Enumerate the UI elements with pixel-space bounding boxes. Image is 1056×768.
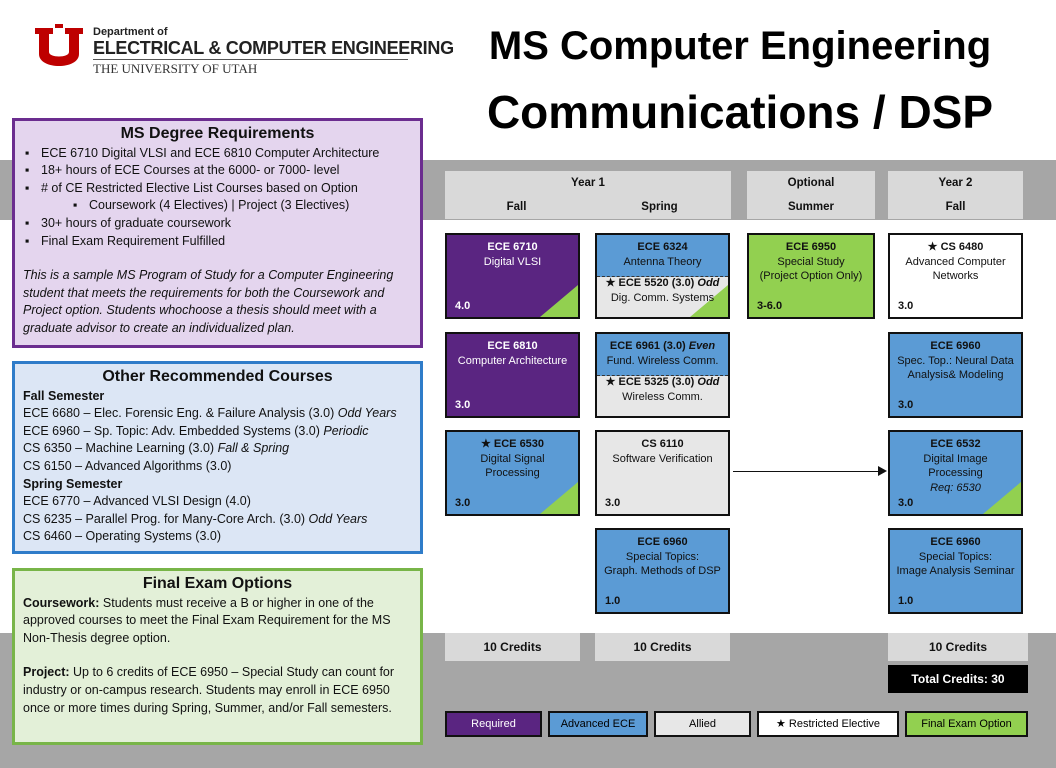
course-cs6110: CS 6110 Software Verification 3.0 xyxy=(595,430,730,516)
project-option: Project: Up to 6 credits of ECE 6950 – S… xyxy=(23,665,395,715)
coursework-option: Coursework: Students must receive a B or… xyxy=(23,595,391,645)
course-ece6530: ★ ECE 6530 Digital Signal Processing 3.0 xyxy=(445,430,580,516)
star-icon: ★ xyxy=(927,241,938,253)
optional-label: Optional xyxy=(787,177,835,189)
recommended-course: CS 6350 – Machine Learning (3.0) Fall & … xyxy=(23,441,290,456)
star-icon: ★ xyxy=(605,376,616,388)
fall2-label: Fall xyxy=(945,201,966,213)
final-exam-marker xyxy=(690,285,728,317)
department-name: ELECTRICAL & COMPUTER ENGINEERING xyxy=(93,38,454,58)
recommended-course: CS 6460 – Operating Systems (3.0) xyxy=(23,529,222,544)
course-ece6960-image: ECE 6960 Special Topics: Image Analysis … xyxy=(888,528,1023,614)
logo-divider xyxy=(93,59,408,60)
total-credits: Total Credits: 30 xyxy=(888,665,1028,693)
requirements-title: MS Degree Requirements xyxy=(120,125,315,142)
requirements-list: ECE 6710 Digital VLSI and ECE 6810 Compu… xyxy=(23,145,412,251)
fall2-credits: 10 Credits xyxy=(888,633,1028,661)
recommended-course: CS 6235 – Parallel Prog. for Many-Core A… xyxy=(23,511,368,526)
course-ece6961: ECE 6961 (3.0) Even Fund. Wireless Comm.… xyxy=(595,332,730,418)
exam-title: Final Exam Options xyxy=(142,575,293,592)
recommended-course: ECE 6680 – Elec. Forensic Eng. & Failure… xyxy=(23,406,397,421)
summer-header: Optional Summer xyxy=(747,171,875,219)
course-ece6710: ECE 6710 Digital VLSI 4.0 xyxy=(445,233,580,319)
course-ece6324: ECE 6324 Antenna Theory ★ ECE 5520 (3.0)… xyxy=(595,233,730,319)
arrow-head-icon xyxy=(878,466,887,476)
university-of-utah-logo xyxy=(35,24,83,66)
recommended-course: ECE 6960 – Sp. Topic: Adv. Embedded Syst… xyxy=(23,423,369,438)
fall1-credits: 10 Credits xyxy=(445,633,580,661)
year2-header: Year 2 Fall xyxy=(888,171,1023,219)
legend-final-exam-option: Final Exam Option xyxy=(905,711,1028,737)
recommended-course: CS 6150 – Advanced Algorithms (3.0) xyxy=(23,458,232,473)
degree-requirements-panel: MS Degree Requirements ECE 6710 Digital … xyxy=(12,118,423,348)
fall-semester-heading: Fall Semester xyxy=(23,388,105,403)
requirement-item: 30+ hours of graduate coursework xyxy=(23,215,412,233)
final-exam-marker xyxy=(540,482,578,514)
spring-label: Spring xyxy=(641,201,678,213)
course-cs6480: ★ CS 6480 Advanced Computer Networks 3.0 xyxy=(888,233,1023,319)
final-exam-marker xyxy=(983,482,1021,514)
requirement-item: # of CE Restricted Elective List Courses… xyxy=(23,180,412,198)
requirement-subitem: Coursework (4 Electives) | Project (3 El… xyxy=(23,197,412,215)
star-icon: ★ xyxy=(480,438,491,450)
star-icon: ★ xyxy=(775,718,786,730)
requirement-item: 18+ hours of ECE Courses at the 6000- or… xyxy=(23,162,412,180)
page-title: MS Computer Engineering xyxy=(488,24,992,68)
year2-label: Year 2 xyxy=(938,177,973,189)
recommended-course: ECE 6770 – Advanced VLSI Design (4.0) xyxy=(23,494,251,509)
spring1-credits: 10 Credits xyxy=(595,633,730,661)
fall-label: Fall xyxy=(506,201,527,213)
university-name: THE UNIVERSITY OF UTAH xyxy=(93,61,258,76)
requirement-item: Final Exam Requirement Fulfilled xyxy=(23,233,412,251)
page-subtitle: Communications / DSP xyxy=(486,86,994,138)
year1-label: Year 1 xyxy=(571,177,605,189)
final-exam-marker xyxy=(540,285,578,317)
summer-label: Summer xyxy=(787,201,835,213)
legend-required: Required xyxy=(445,711,542,737)
requirement-item: ECE 6710 Digital VLSI and ECE 6810 Compu… xyxy=(23,145,412,163)
legend-restricted-elective: ★ Restricted Elective xyxy=(757,711,899,737)
course-ece6960-neural: ECE 6960 Spec. Top.: Neural Data Analysi… xyxy=(888,332,1023,418)
course-ece6950: ECE 6950 Special Study (Project Option O… xyxy=(747,233,875,319)
prerequisite-arrow xyxy=(733,471,883,472)
department-label: Department of xyxy=(93,26,168,38)
legend-advanced-ece: Advanced ECE xyxy=(548,711,648,737)
recommended-courses-panel: Other Recommended Courses Fall Semester … xyxy=(12,361,423,554)
final-exam-panel: Final Exam Options Coursework: Students … xyxy=(12,568,423,745)
star-icon: ★ xyxy=(605,277,616,289)
recommended-title: Other Recommended Courses xyxy=(102,368,333,385)
spring-semester-heading: Spring Semester xyxy=(23,476,123,491)
course-ece6960-graph: ECE 6960 Special Topics: Graph. Methods … xyxy=(595,528,730,614)
course-ece6532: ECE 6532 Digital Image Processing Req: 6… xyxy=(888,430,1023,516)
course-ece6810: ECE 6810 Computer Architecture 3.0 xyxy=(445,332,580,418)
legend-allied: Allied xyxy=(654,711,751,737)
program-note: This is a sample MS Program of Study for… xyxy=(23,268,394,335)
year1-header: Year 1 Fall Spring xyxy=(445,171,731,219)
